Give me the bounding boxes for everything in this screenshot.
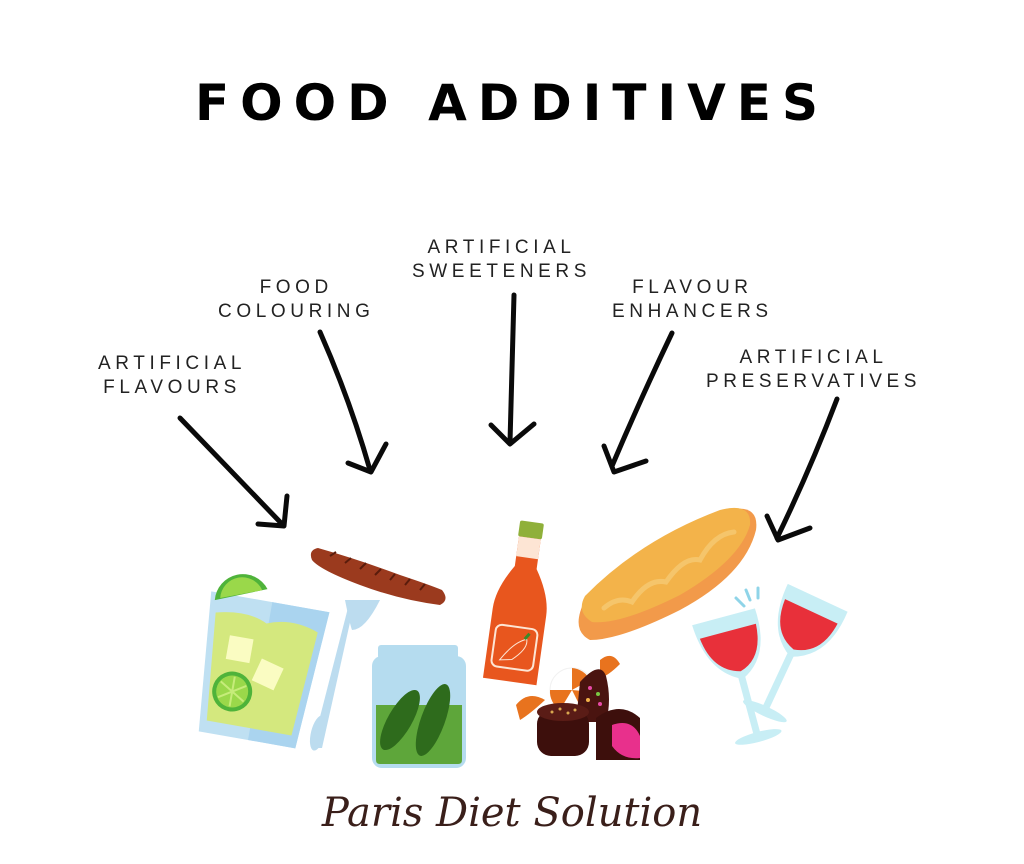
brand-logo: Paris Diet Solution — [321, 790, 703, 836]
label-line: COLOURING — [218, 301, 375, 322]
label-line: FLAVOURS — [103, 377, 241, 398]
arrow-icon — [177, 415, 290, 529]
page-title: FOOD ADDITIVES — [195, 74, 829, 132]
label-line: FLAVOUR — [632, 277, 753, 298]
label-line: ARTIFICIAL — [739, 347, 888, 368]
label-food-colouring: FOOD COLOURING — [218, 276, 374, 324]
arrow-icon — [601, 330, 675, 475]
sausage-fork-icon — [309, 548, 446, 751]
label-line: ARTIFICIAL — [427, 237, 576, 258]
label-line: ARTIFICIAL — [98, 353, 247, 374]
arrow-icon — [764, 396, 840, 543]
label-line: PRESERVATIVES — [706, 371, 922, 392]
candies-chocolates-icon — [516, 655, 640, 760]
label-artificial-sweeteners: ARTIFICIAL SWEETENERS — [412, 236, 591, 284]
arrow-icon — [317, 329, 389, 475]
label-line: FOOD — [259, 277, 333, 298]
hot-sauce-bottle-icon — [482, 520, 547, 686]
label-line: SWEETENERS — [412, 261, 592, 282]
label-flavour-enhancers: FLAVOUR ENHANCERS — [612, 276, 773, 324]
lime-drink-icon — [198, 574, 330, 749]
arrow-icon — [488, 292, 537, 447]
baguette-icon — [578, 507, 757, 640]
label-artificial-preservatives: ARTIFICIAL PRESERVATIVES — [706, 346, 921, 394]
label-line: ENHANCERS — [612, 301, 773, 322]
label-artificial-flavours: ARTIFICIAL FLAVOURS — [98, 352, 246, 400]
pickle-jar-icon — [372, 645, 466, 768]
wine-glasses-icon — [692, 583, 848, 745]
